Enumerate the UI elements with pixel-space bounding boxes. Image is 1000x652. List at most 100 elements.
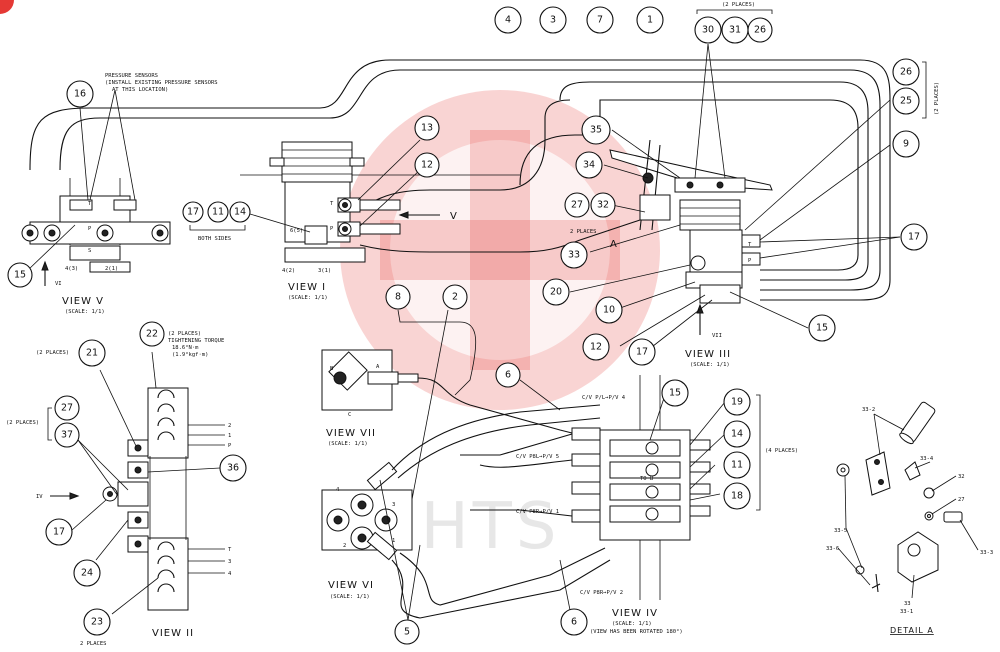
callout-10: 10 (595, 296, 623, 324)
callout-circle (694, 16, 722, 44)
callout-number: 14 (234, 207, 246, 218)
port-1-view-ii: 1 (228, 433, 231, 439)
callout-number: 37 (61, 430, 73, 441)
view-vi-assembly (321, 404, 611, 619)
callout-number: 17 (908, 232, 920, 243)
callout-17b: 17 (900, 223, 928, 251)
callout-24: 24 (73, 559, 101, 587)
view-vii-title: VIEW VII (326, 428, 376, 439)
detail-a-assembly (836, 401, 963, 593)
callout-circle (575, 151, 603, 179)
two-places-22-note: (2 PLACES) (168, 331, 201, 337)
cv-note-3: C/V P8R→P/V 1 (516, 509, 559, 515)
pressure-sensors-note-2: (INSTALL EXISTING PRESSURE SENSORS (105, 80, 218, 86)
callout-12b: 12 (582, 333, 610, 361)
port-3-view-ii: 3 (228, 559, 231, 565)
callout-number: 12 (421, 160, 433, 171)
callout-11b: 11 (723, 451, 751, 479)
callout-number: 27 (571, 200, 583, 211)
view-iii-scale: (SCALE: 1/1) (690, 362, 730, 368)
callout-number: 4 (505, 15, 511, 26)
port-p-view-ii: P (228, 443, 232, 449)
callout-22: 22 (139, 321, 165, 347)
corner-mark (0, 0, 14, 14)
callout-16: 16 (66, 80, 94, 108)
callout-number: 22 (146, 329, 158, 340)
port-t-view-v: T (88, 201, 92, 207)
callout-number: 11 (731, 460, 743, 471)
port-2-view-vi: 2 (343, 543, 346, 549)
view-vii-assembly (321, 349, 601, 441)
callout-circle (747, 17, 773, 43)
callout-number: 18 (731, 491, 743, 502)
view-ii-title: VIEW II (152, 628, 194, 639)
callout-33: 33 (560, 241, 588, 269)
callout-8: 8 (385, 284, 411, 310)
callout-circle (182, 201, 204, 223)
detail-33-1: 33-1 (900, 609, 913, 615)
leaders-view-ii (47, 351, 221, 615)
callout-26a: 26 (747, 17, 773, 43)
detail-a-title: DETAIL A (890, 626, 934, 635)
callout-1: 1 (636, 6, 664, 34)
callout-number: 10 (603, 305, 615, 316)
port-t-view-i: T (330, 201, 334, 207)
view-v-assembly (21, 178, 171, 286)
callout-circle (590, 192, 616, 218)
callout-circle (442, 284, 468, 310)
view-ii-assembly (50, 387, 225, 611)
callout-circle (892, 87, 920, 115)
callout-circle (661, 379, 689, 407)
callout-number: 9 (903, 139, 909, 150)
torque-note-2: 18.6°N·m (172, 345, 199, 351)
callout-number: 21 (86, 348, 98, 359)
callout-number: 20 (550, 287, 562, 298)
two-places-a-note: 2 PLACES (570, 229, 597, 235)
callout-circle (78, 339, 106, 367)
view-iii-assembly (609, 139, 773, 335)
callout-circle (636, 6, 664, 34)
callout-15c: 15 (661, 379, 689, 407)
port-b-view-vii: B (330, 366, 334, 372)
callout-19: 19 (723, 388, 751, 416)
port-s-view-v: S (88, 248, 91, 254)
callout-13: 13 (414, 115, 440, 141)
callout-number: 17 (53, 527, 65, 538)
detail-33: 33 (904, 601, 911, 607)
callout-15a: 15 (7, 262, 33, 288)
port-p-view-iii: P (748, 258, 752, 264)
callout-circle (723, 482, 751, 510)
callout-circle (560, 241, 588, 269)
callout-circle (892, 130, 920, 158)
callout-number: 15 (14, 270, 26, 281)
callout-number: 23 (91, 617, 103, 628)
callout-20: 20 (542, 278, 570, 306)
four-places-note: (4 PLACES) (765, 448, 798, 454)
callout-number: 34 (583, 160, 595, 171)
callout-number: 33 (568, 250, 580, 261)
leaders-view-iii (569, 43, 901, 351)
view-i-title: VIEW I (288, 282, 326, 293)
callout-12a: 12 (414, 152, 440, 178)
view-i-scale: (SCALE: 1/1) (288, 295, 328, 301)
two-places-top-note: (2 PLACES) (722, 2, 755, 8)
callout-number: 11 (212, 207, 224, 218)
arrow-vi-left: VI (55, 281, 62, 287)
callout-32a: 32 (590, 192, 616, 218)
torque-note-1: TIGHTENING TORQUE (168, 338, 224, 344)
callout-circle (628, 338, 656, 366)
callout-21: 21 (78, 339, 106, 367)
detail-33-3: 33-3 (980, 550, 993, 556)
port-31-view-i: 3(1) (318, 268, 331, 274)
callout-number: 1 (647, 15, 653, 26)
callout-number: 26 (754, 25, 766, 36)
view-iv-title: VIEW IV (612, 608, 658, 619)
cv-note-1: C/V P/L→P/V 4 (582, 395, 626, 401)
view-vii-scale: (SCALE: 1/1) (328, 441, 368, 447)
detail-33-5: 33-5 (834, 528, 847, 534)
port-p-view-v: P (88, 226, 92, 232)
callout-circle (73, 559, 101, 587)
port-4-view-vi: 4 (336, 487, 340, 493)
torque-note-3: (1.9°kgf·m) (172, 352, 208, 358)
